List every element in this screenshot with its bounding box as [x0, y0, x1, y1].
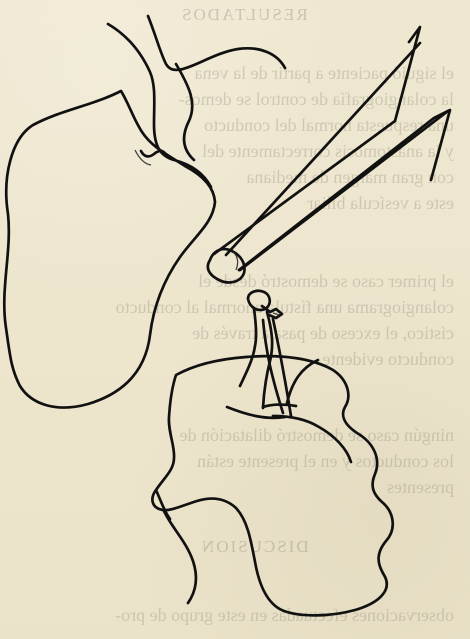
- upper-duct-right-outline: [148, 16, 285, 70]
- bottom-lobe-outline: [164, 511, 196, 603]
- pancreas-outline: [152, 356, 392, 615]
- ink-detail-clamp: [273, 313, 279, 315]
- stent-left-outline: [240, 308, 256, 386]
- intestine-ripple: [156, 490, 170, 519]
- stent-top-cap: [248, 291, 270, 310]
- stent-long-tube: [263, 320, 283, 413]
- instrument-tube-upper-line: [214, 121, 395, 254]
- lower-duct-right-2: [263, 405, 296, 407]
- lower-duct-right-1: [273, 416, 351, 462]
- instrument-handle-lower: [402, 110, 450, 180]
- instrument-shaft-split: [226, 43, 420, 255]
- stent-clamp: [262, 306, 282, 318]
- pancreas-ridge: [287, 360, 318, 403]
- instrument-handle-upper: [395, 27, 420, 121]
- upper-duct-connector: [176, 64, 194, 160]
- instrument-shaft-split-2: [240, 111, 448, 270]
